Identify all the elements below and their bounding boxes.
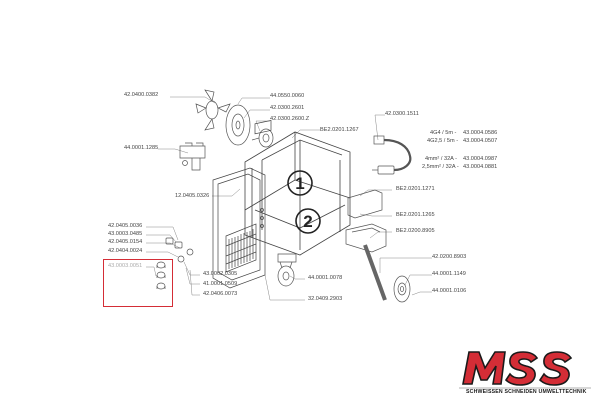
part-label: 43.0003.0485	[108, 231, 143, 237]
fan-blade	[195, 89, 231, 131]
cable-option-spec: 4G2,5 / 5m -	[427, 138, 459, 144]
callout-circles	[287, 170, 321, 234]
part-label: 32.0409.2903	[308, 296, 343, 302]
part-label: BE2.0201.1271	[396, 186, 435, 192]
handle-bracket	[345, 223, 387, 253]
logo-tagline: SCHWEISSEN SCHNEIDEN UMWELTTECHNIK	[466, 389, 587, 395]
part-label: 43.0002.0305	[203, 271, 238, 277]
main-frame	[244, 131, 351, 256]
rear-plate	[347, 189, 383, 219]
callout-number-2: 2	[303, 212, 312, 231]
cable-option-code: 43.0004.0987	[463, 156, 498, 162]
cable-option-code: 43.0004.0507	[463, 138, 498, 144]
axle-and-wheel	[363, 244, 411, 303]
part-label: 44.0001.0106	[432, 288, 467, 294]
cable-option-spec: 4mm² / 32A -	[425, 156, 458, 162]
part-label: BE2.0201.1265	[396, 212, 435, 218]
cable-option-spec: 2,5mm² / 32A -	[422, 164, 459, 170]
part-label: BE2.0201.1267	[320, 127, 359, 133]
mss-logo	[459, 351, 591, 389]
cable-option-spec: 4G4 / 5m -	[430, 130, 457, 136]
callout-number-1: 1	[295, 174, 304, 193]
part-label: 41.0001.0509	[203, 281, 238, 287]
part-label: 44.0001.1149	[432, 271, 466, 277]
power-cable	[372, 135, 412, 175]
part-label: BE2.0200.8905	[396, 228, 435, 234]
small-fittings	[156, 237, 194, 290]
part-label-highlighted: 43.0003.0051	[108, 263, 143, 269]
front-panel	[212, 119, 272, 289]
leader-lines	[146, 96, 432, 301]
part-label: 42.0405.0154	[108, 239, 143, 245]
part-label: 42.0300.2601	[270, 105, 305, 111]
fan-motor	[251, 128, 274, 148]
valve-part	[179, 142, 206, 171]
castor-wheel	[277, 253, 297, 287]
part-label: 44.0550.0060	[270, 93, 305, 99]
part-label: 42.0404.0024	[108, 248, 143, 254]
part-label: 42.0300.1511	[385, 111, 419, 117]
fan-shroud	[225, 104, 251, 146]
cable-option-code: 43.0004.0586	[463, 130, 498, 136]
part-label: 44.0001.0078	[308, 275, 343, 281]
part-label: 42.0400.0382	[124, 92, 159, 98]
highlight-box	[103, 259, 173, 307]
part-label: 42.0405.0036	[108, 223, 143, 229]
part-label: 44.0001.1285	[124, 145, 159, 151]
part-label: 42.0406.0073	[203, 291, 238, 297]
part-label: 12.0405.0326	[175, 193, 210, 199]
part-label: 42.0200.8903	[432, 254, 467, 260]
cable-option-code: 43.0004.0881	[463, 164, 498, 170]
part-label: 42.0300.2600.Z	[270, 116, 310, 122]
